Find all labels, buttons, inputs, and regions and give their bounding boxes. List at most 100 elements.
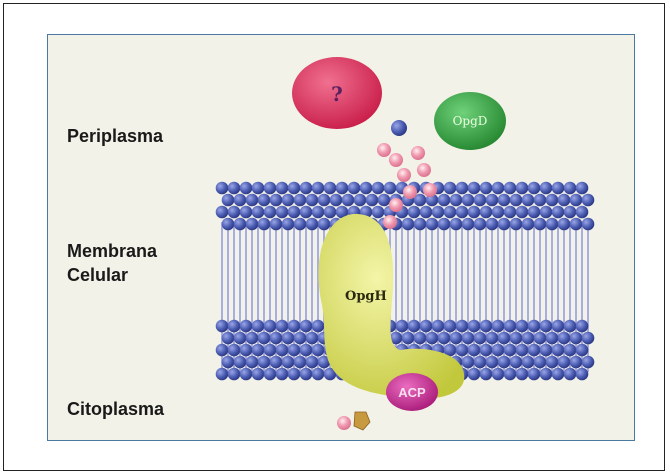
- lipid-head: [516, 344, 529, 357]
- lipid-head: [516, 320, 529, 333]
- lipid-head: [516, 368, 529, 381]
- lipid-head: [264, 182, 277, 195]
- lipid-head: [288, 344, 301, 357]
- glucan-unit: [377, 143, 391, 157]
- lipid-head: [480, 182, 493, 195]
- lipid-head: [264, 344, 277, 357]
- lipid-head: [252, 320, 265, 333]
- lipid-head: [576, 182, 589, 195]
- lipid-head: [222, 356, 235, 369]
- lipid-head: [348, 182, 361, 195]
- lipid-head: [426, 332, 439, 345]
- lipid-head: [534, 194, 547, 207]
- lipid-head: [504, 320, 517, 333]
- lipid-head: [264, 368, 277, 381]
- lipid-head: [288, 206, 301, 219]
- opgd-label: OpgD: [453, 114, 488, 128]
- lipid-head: [480, 320, 493, 333]
- lipid-head: [522, 356, 535, 369]
- lipid-head: [552, 182, 565, 195]
- lipid-head: [258, 356, 271, 369]
- lipid-head: [264, 206, 277, 219]
- lipid-head: [234, 194, 247, 207]
- lipid-head: [534, 218, 547, 231]
- lipid-head: [312, 368, 325, 381]
- lipid-head: [540, 182, 553, 195]
- lipid-head: [468, 344, 481, 357]
- lipid-head: [294, 194, 307, 207]
- opgh-label: OpgH: [345, 289, 387, 304]
- lipid-head: [306, 194, 319, 207]
- lipid-head: [486, 356, 499, 369]
- lipid-head: [492, 368, 505, 381]
- lipid-head: [426, 218, 439, 231]
- opgh-protein: OpgH: [318, 214, 464, 399]
- lipid-head: [576, 320, 589, 333]
- lipid-head: [276, 368, 289, 381]
- lipid-head: [510, 356, 523, 369]
- lipid-head: [546, 332, 559, 345]
- lipid-head: [582, 218, 595, 231]
- lipid-head: [456, 344, 469, 357]
- lipid-head: [306, 356, 319, 369]
- lipid-head: [360, 182, 373, 195]
- phosphate-unit: [354, 412, 370, 430]
- lipid-head: [468, 368, 481, 381]
- lipid-head: [444, 206, 457, 219]
- lipid-head: [258, 332, 271, 345]
- udp-glucose: [337, 412, 370, 430]
- lipid-head: [534, 356, 547, 369]
- lipid-head: [498, 218, 511, 231]
- opgd-protein: OpgD: [434, 92, 506, 150]
- lipid-head: [228, 344, 241, 357]
- lipid-head: [312, 206, 325, 219]
- lipid-head: [228, 206, 241, 219]
- lipid-head: [504, 206, 517, 219]
- lipid-head: [570, 218, 583, 231]
- lipid-head: [576, 344, 589, 357]
- lipid-head: [432, 320, 445, 333]
- lipid-head: [366, 194, 379, 207]
- lipid-head: [300, 182, 313, 195]
- lipid-head: [246, 218, 259, 231]
- lipid-head: [306, 218, 319, 231]
- lipid-head: [294, 332, 307, 345]
- lipid-head: [222, 194, 235, 207]
- lipid-head: [474, 356, 487, 369]
- lipid-head: [216, 320, 229, 333]
- lipid-head: [354, 194, 367, 207]
- lipid-head: [282, 356, 295, 369]
- lipid-head: [402, 332, 415, 345]
- lipid-head: [312, 182, 325, 195]
- lipid-head: [462, 218, 475, 231]
- lipid-head: [276, 206, 289, 219]
- lipid-head: [408, 320, 421, 333]
- lipid-head: [546, 356, 559, 369]
- lipid-head: [312, 344, 325, 357]
- lipid-head: [288, 320, 301, 333]
- lipid-head: [324, 182, 337, 195]
- lipid-head: [294, 218, 307, 231]
- lipid-head: [384, 182, 397, 195]
- lipid-head: [522, 332, 535, 345]
- lipid-head: [246, 356, 259, 369]
- lipid-head: [228, 368, 241, 381]
- lipid-head: [558, 194, 571, 207]
- lipid-head: [252, 206, 265, 219]
- lipid-head: [468, 320, 481, 333]
- lipid-head: [570, 332, 583, 345]
- lipid-head: [522, 218, 535, 231]
- lipid-head: [228, 182, 241, 195]
- lipid-head: [552, 344, 565, 357]
- lipid-head: [510, 332, 523, 345]
- lipid-head: [558, 218, 571, 231]
- lipid-head: [540, 320, 553, 333]
- lipid-head: [582, 194, 595, 207]
- lipid-head: [270, 194, 283, 207]
- lipid-head: [228, 320, 241, 333]
- lipid-head: [240, 344, 253, 357]
- lipid-head: [234, 356, 247, 369]
- lipid-head: [420, 320, 433, 333]
- lipid-head: [372, 206, 385, 219]
- label-periplasm: Periplasma: [67, 125, 163, 147]
